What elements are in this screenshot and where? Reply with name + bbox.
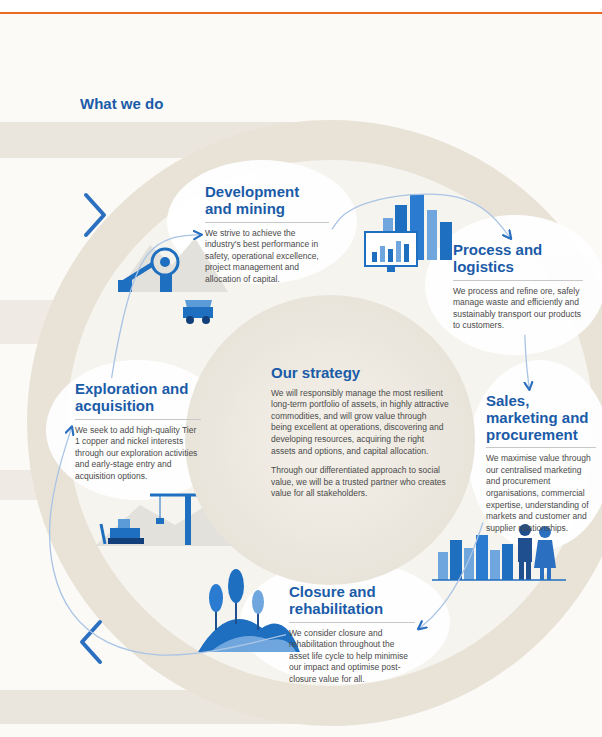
crane-dozer-icon (185, 495, 191, 545)
stage-description: We strive to achieve the industry's best… (205, 228, 329, 286)
landscape-icon (209, 584, 223, 612)
landscape-icon (228, 569, 244, 603)
stage-heading: Process and logistics (453, 242, 577, 276)
city-dashboard-icon (388, 249, 393, 262)
stage-heading: Our strategy (271, 365, 449, 382)
excavator-icon (202, 316, 210, 324)
excavator-icon (124, 264, 153, 282)
strategy-circle-fill (185, 295, 475, 585)
stage-box: Closure and rehabilitation We consider cl… (286, 581, 418, 688)
people-city-icon (519, 562, 524, 580)
stage-patch (468, 360, 602, 550)
city-dashboard-icon (404, 244, 409, 262)
people-city-icon (540, 568, 544, 580)
stage-box: Sales, marketing and procurement We maxim… (483, 390, 599, 537)
page-title: What we do (80, 95, 163, 112)
excavator-icon (186, 316, 194, 324)
crane-dozer-icon (108, 538, 144, 544)
stage-heading: Development and mining (205, 184, 323, 218)
people-city-icon (476, 535, 488, 580)
landscape-icon (252, 590, 264, 614)
people-city-icon (432, 579, 566, 581)
ground (0, 0, 602, 12)
city-dashboard-icon (380, 246, 385, 262)
crane-dozer-icon (156, 518, 164, 524)
crane-dozer-icon (160, 495, 161, 518)
heading-rule (205, 222, 329, 223)
excavator-icon (152, 249, 178, 275)
ground (0, 12, 602, 14)
people-city-icon (547, 568, 551, 580)
stage-box: Development and mining We strive to achie… (202, 181, 332, 288)
people-city-icon (450, 540, 462, 580)
excavator-icon (160, 257, 170, 267)
people-city-icon (534, 540, 556, 568)
people-city-icon (518, 538, 532, 562)
excavator-icon (183, 307, 213, 318)
landscape-icon (235, 600, 237, 624)
stage-description: We process and refine ore, safely manage… (453, 286, 583, 332)
people-city-icon (438, 552, 448, 580)
stage-box: Exploration and acquisition We seek to ad… (72, 378, 204, 485)
stage-description: We will responsibly manage the most resi… (271, 388, 449, 457)
excavator-icon (160, 274, 172, 292)
cycle-connector (112, 235, 202, 378)
stage-heading: Closure and rehabilitation (289, 584, 411, 618)
heading-rule (75, 419, 201, 420)
people-city-icon (490, 550, 500, 580)
outer-chevron (86, 195, 104, 235)
cycle-ring (47, 140, 602, 706)
excavator-icon (185, 300, 212, 308)
heading-rule (453, 280, 583, 281)
people-city-icon (502, 544, 513, 580)
city-dashboard-icon (396, 241, 401, 262)
stage-description: We consider closure and rehabilitation t… (289, 628, 415, 686)
crane-dozer-icon (118, 519, 130, 528)
stage-heading: Exploration and acquisition (75, 381, 197, 415)
cycle-ring (47, 140, 602, 706)
landscape-icon (257, 612, 259, 630)
people-city-icon (526, 562, 531, 580)
excavator-icon (118, 280, 132, 292)
stage-box: Process and logistics We process and refi… (450, 239, 586, 335)
strategy-text-area: Our strategy We will responsibly manage t… (271, 365, 449, 500)
heading-rule (486, 447, 596, 448)
stage-heading: Sales, marketing and procurement (486, 393, 596, 443)
strategy-circle: Our strategy We will responsibly manage t… (185, 295, 475, 585)
city-dashboard-icon (440, 222, 452, 260)
city-dashboard-icon (365, 194, 452, 272)
city-dashboard-icon (365, 232, 417, 266)
crane-dozer-icon (101, 524, 105, 544)
stage-description: We maximise value through our centralise… (486, 453, 596, 534)
heading-rule (289, 622, 415, 623)
stage-description: We seek to add high-quality Tier 1 coppe… (75, 425, 201, 483)
cycle-connector (525, 335, 530, 390)
city-dashboard-icon (427, 210, 437, 260)
crane-dozer-icon (110, 528, 140, 539)
stage-patch (425, 215, 602, 355)
stage-patch (46, 160, 602, 684)
outer-chevron (82, 622, 100, 662)
landscape-icon (198, 569, 300, 652)
cycle-connector (332, 194, 511, 239)
city-dashboard-icon (372, 252, 377, 262)
landscape-icon (215, 610, 217, 630)
city-dashboard-icon (387, 266, 395, 272)
stage-description: Through our differentiated approach to s… (271, 465, 449, 500)
